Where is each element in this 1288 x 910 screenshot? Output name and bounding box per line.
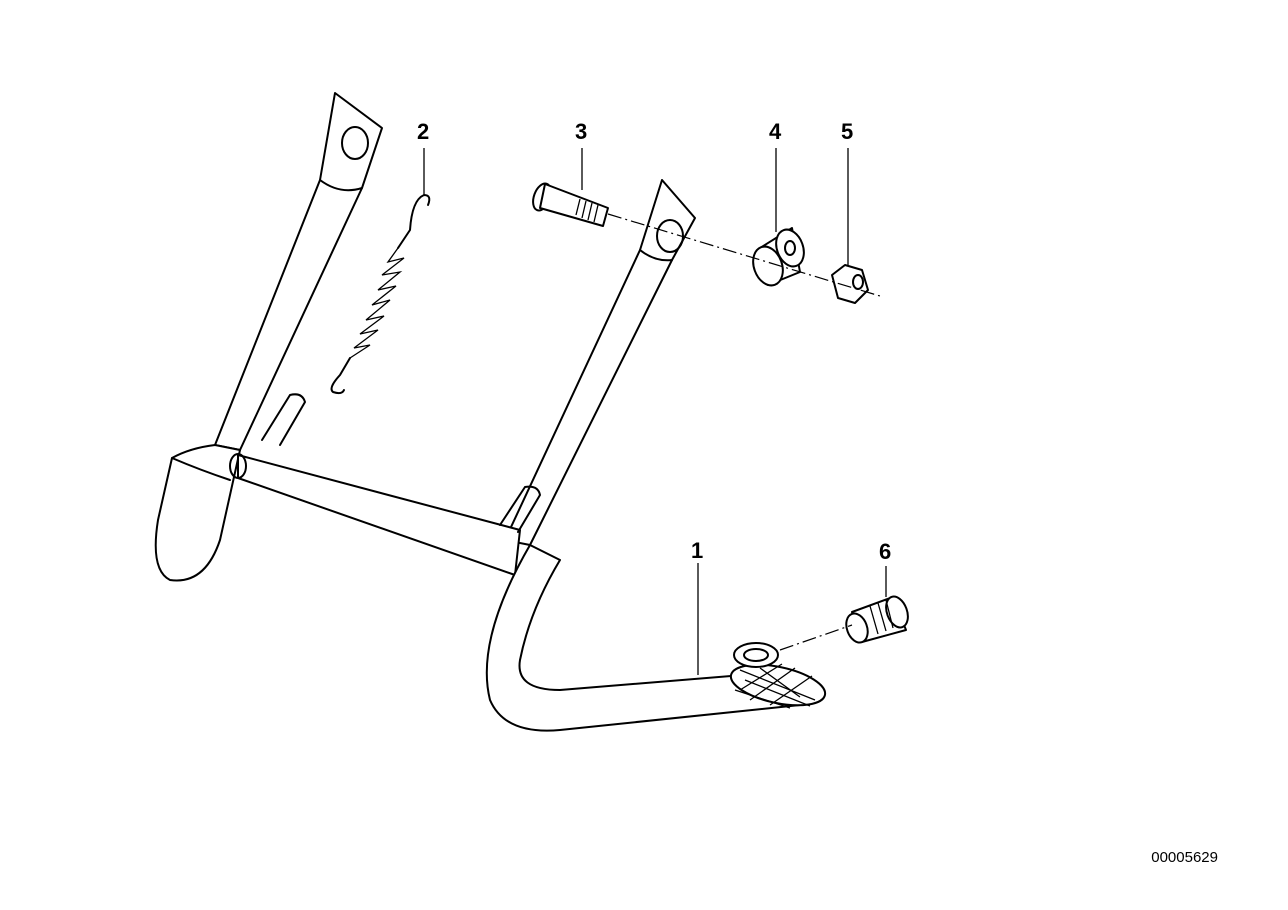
- callout-6: 6: [879, 539, 892, 564]
- callout-2: 2: [417, 119, 430, 144]
- callout-1: 1: [691, 538, 704, 563]
- callout-3: 3: [575, 119, 588, 144]
- drawing-number: 00005629: [1151, 849, 1218, 866]
- leader-lines: [423, 148, 887, 675]
- axis-line-grip: [779, 624, 853, 651]
- part-1-center-stand: [154, 92, 827, 732]
- part-5-nut: [831, 264, 869, 304]
- part-6-rubber-grip: [845, 595, 909, 644]
- part-3-bolt: [532, 182, 609, 227]
- part-4-bushing: [752, 227, 805, 287]
- callout-5: 5: [841, 119, 854, 144]
- callout-4: 4: [769, 119, 782, 144]
- part-2-spring: [330, 194, 431, 395]
